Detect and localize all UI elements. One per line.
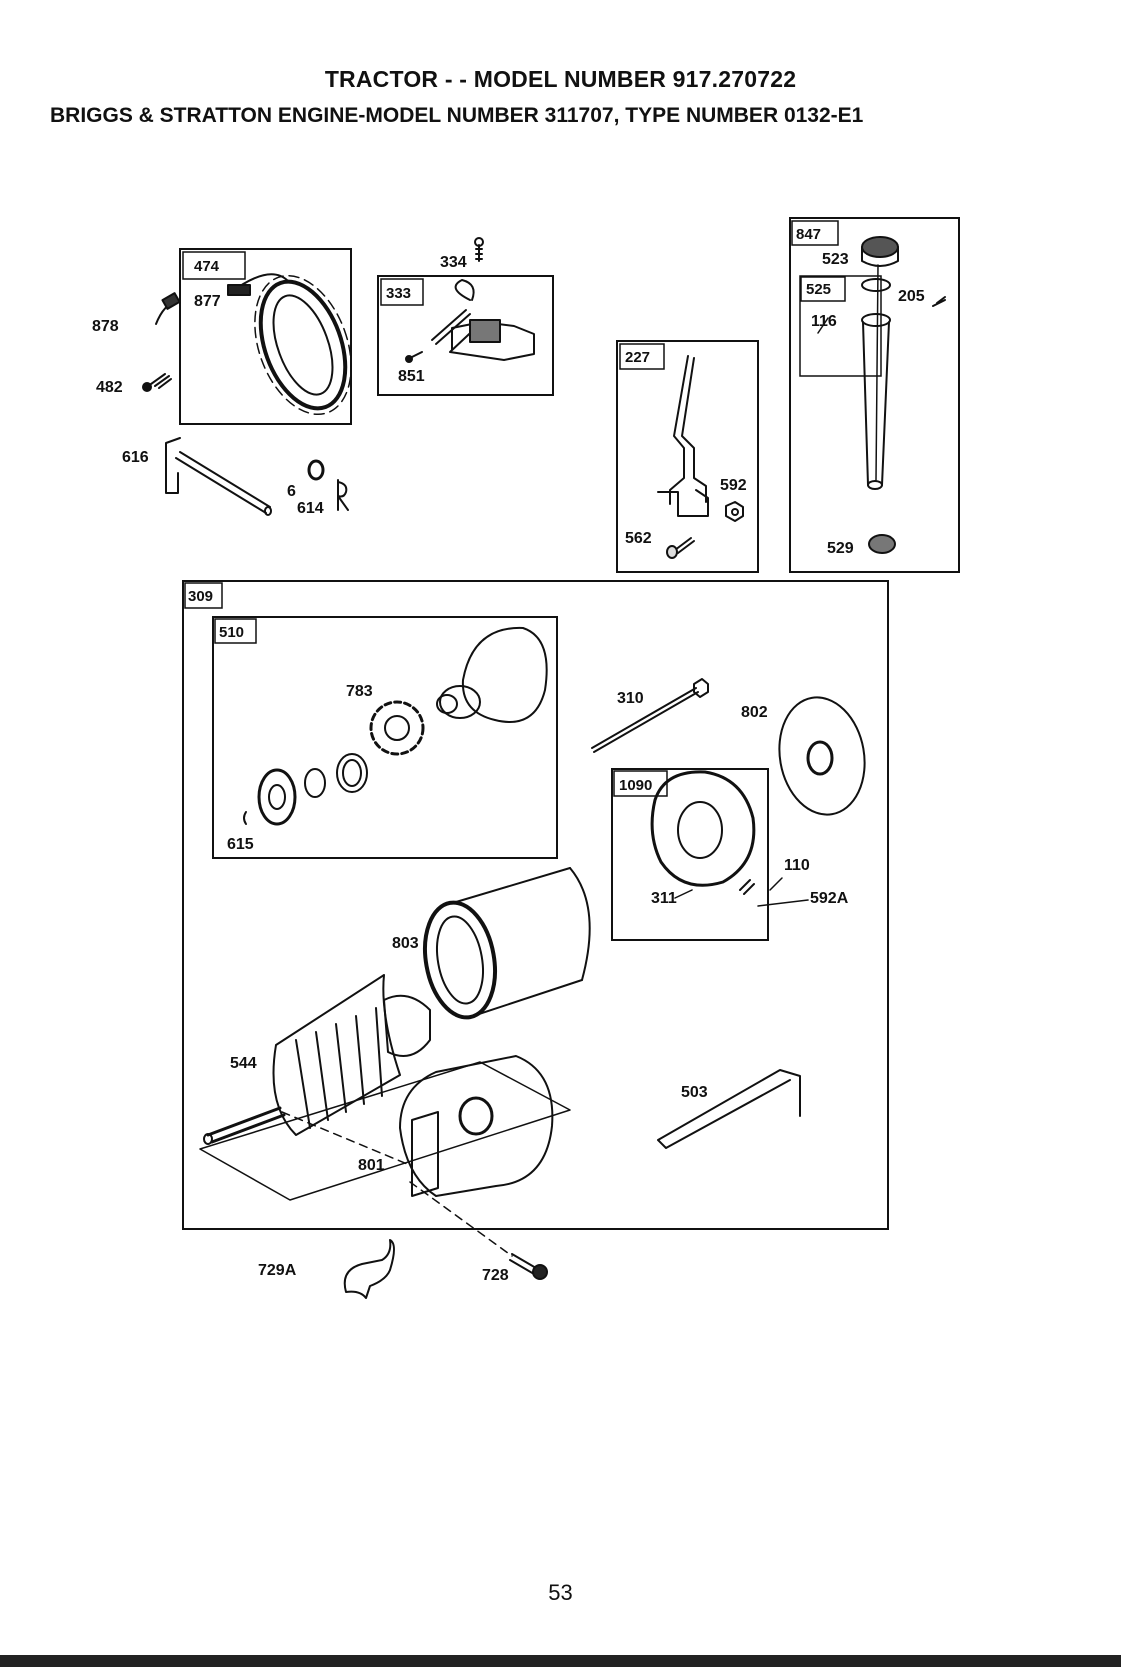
oring-116 bbox=[862, 279, 890, 291]
box-510-label: 510 bbox=[219, 624, 244, 641]
box-474-label: 474 bbox=[194, 258, 220, 275]
part-label-310: 310 bbox=[617, 690, 644, 707]
part-label-116: 116 bbox=[811, 313, 837, 330]
part-label-205: 205 bbox=[898, 288, 925, 305]
part-label-592A: 592A bbox=[810, 890, 849, 907]
part-label-110: 110 bbox=[784, 857, 810, 874]
bracket-616 bbox=[166, 438, 180, 493]
part-label-729A: 729A bbox=[258, 1262, 297, 1279]
box-525-label: 525 bbox=[806, 281, 831, 298]
armature-shaft-544 bbox=[208, 1108, 284, 1142]
stator-plug-877 bbox=[228, 285, 250, 295]
part-label-544: 544 bbox=[230, 1055, 257, 1072]
part-label-503: 503 bbox=[681, 1084, 708, 1101]
part-label-592: 592 bbox=[720, 477, 747, 494]
part-label-529: 529 bbox=[827, 540, 854, 557]
dipstick-cap-523 bbox=[862, 237, 898, 257]
frame-803-body bbox=[456, 868, 582, 1017]
dipstick-rod bbox=[876, 265, 878, 480]
part-label-877: 877 bbox=[194, 293, 221, 310]
assembly-line-544 bbox=[282, 1112, 412, 1166]
washer-510 bbox=[305, 769, 325, 797]
box-333-label: 333 bbox=[386, 285, 411, 302]
tube-top bbox=[862, 314, 890, 326]
part-label-482: 482 bbox=[96, 379, 123, 396]
box-847 bbox=[790, 218, 959, 572]
wire-connector-878 bbox=[162, 293, 179, 309]
armature-core-544 bbox=[274, 975, 401, 1135]
end-cap-802 bbox=[770, 691, 873, 822]
nut-592 bbox=[726, 502, 743, 521]
box-227-label: 227 bbox=[625, 349, 650, 366]
part-label-311: 311 bbox=[651, 890, 677, 907]
part-label-6: 6 bbox=[287, 483, 296, 500]
spark-wire-loop-333 bbox=[456, 280, 474, 300]
part-label-878: 878 bbox=[92, 318, 119, 335]
part-label-614: 614 bbox=[297, 500, 324, 517]
rod-616 bbox=[176, 452, 270, 513]
bracket-503 bbox=[658, 1070, 800, 1148]
part-label-728: 728 bbox=[482, 1267, 509, 1284]
box-309 bbox=[183, 581, 888, 1229]
frame-803-front bbox=[416, 897, 503, 1023]
nut-592-hole bbox=[732, 509, 738, 515]
lever-227 bbox=[670, 356, 706, 504]
drive-end-cap-801 bbox=[400, 1056, 552, 1196]
brush-holder-1090-center bbox=[678, 802, 722, 858]
part-label-851: 851 bbox=[398, 368, 425, 385]
lever-bracket-227 bbox=[658, 490, 708, 516]
drive-end-cap-801-hub bbox=[460, 1098, 492, 1134]
part-label-801: 801 bbox=[358, 1157, 385, 1174]
box-309-label: 309 bbox=[188, 588, 213, 605]
part-label-523: 523 bbox=[822, 251, 849, 268]
frame-803-rear bbox=[570, 868, 590, 980]
leader-311 bbox=[675, 890, 692, 898]
rod-616-end bbox=[265, 507, 271, 515]
part-label-615: 615 bbox=[227, 836, 254, 853]
stop-collar-510 bbox=[259, 770, 295, 824]
part-label-803: 803 bbox=[392, 935, 419, 952]
clip-615 bbox=[244, 812, 246, 824]
screw-851-head bbox=[406, 356, 412, 362]
screw-334 bbox=[476, 245, 482, 261]
stop-collar-510-inner bbox=[269, 785, 285, 809]
page-number: 53 bbox=[0, 1580, 1121, 1606]
box-510 bbox=[213, 617, 557, 858]
washer-6 bbox=[309, 461, 323, 479]
scan-edge-bar bbox=[0, 1655, 1121, 1667]
drive-housing-510 bbox=[463, 628, 547, 722]
frame-803-inner bbox=[431, 913, 490, 1007]
bolt-728-head bbox=[533, 1265, 547, 1279]
box-1090-label: 1090 bbox=[619, 777, 652, 794]
plug-529 bbox=[869, 535, 895, 553]
pin-614 bbox=[338, 480, 348, 510]
end-cap-802-bearing bbox=[808, 742, 832, 774]
through-bolt-310 bbox=[592, 688, 698, 752]
part-label-334: 334 bbox=[440, 254, 467, 271]
pinion-gear-783 bbox=[371, 702, 423, 754]
part-label-562: 562 bbox=[625, 530, 652, 547]
leader-592A bbox=[758, 900, 808, 906]
leader-110 bbox=[770, 878, 782, 890]
part-label-802: 802 bbox=[741, 704, 768, 721]
tube-bottom bbox=[868, 481, 882, 489]
assembly-line-728 bbox=[410, 1182, 512, 1256]
terminal-592A bbox=[740, 880, 754, 894]
screw-482 bbox=[151, 374, 171, 388]
screw-205 bbox=[933, 297, 945, 306]
pinion-gear-783-hub bbox=[385, 716, 409, 740]
screw-562-head bbox=[667, 546, 677, 558]
box-847-label: 847 bbox=[796, 226, 821, 243]
clip-729A bbox=[345, 1240, 394, 1298]
spring-510-inner bbox=[343, 760, 361, 786]
armature-coil-333 bbox=[470, 320, 500, 342]
part-label-616: 616 bbox=[122, 449, 149, 466]
screw-482-head bbox=[143, 383, 151, 391]
part-label-783: 783 bbox=[346, 683, 373, 700]
